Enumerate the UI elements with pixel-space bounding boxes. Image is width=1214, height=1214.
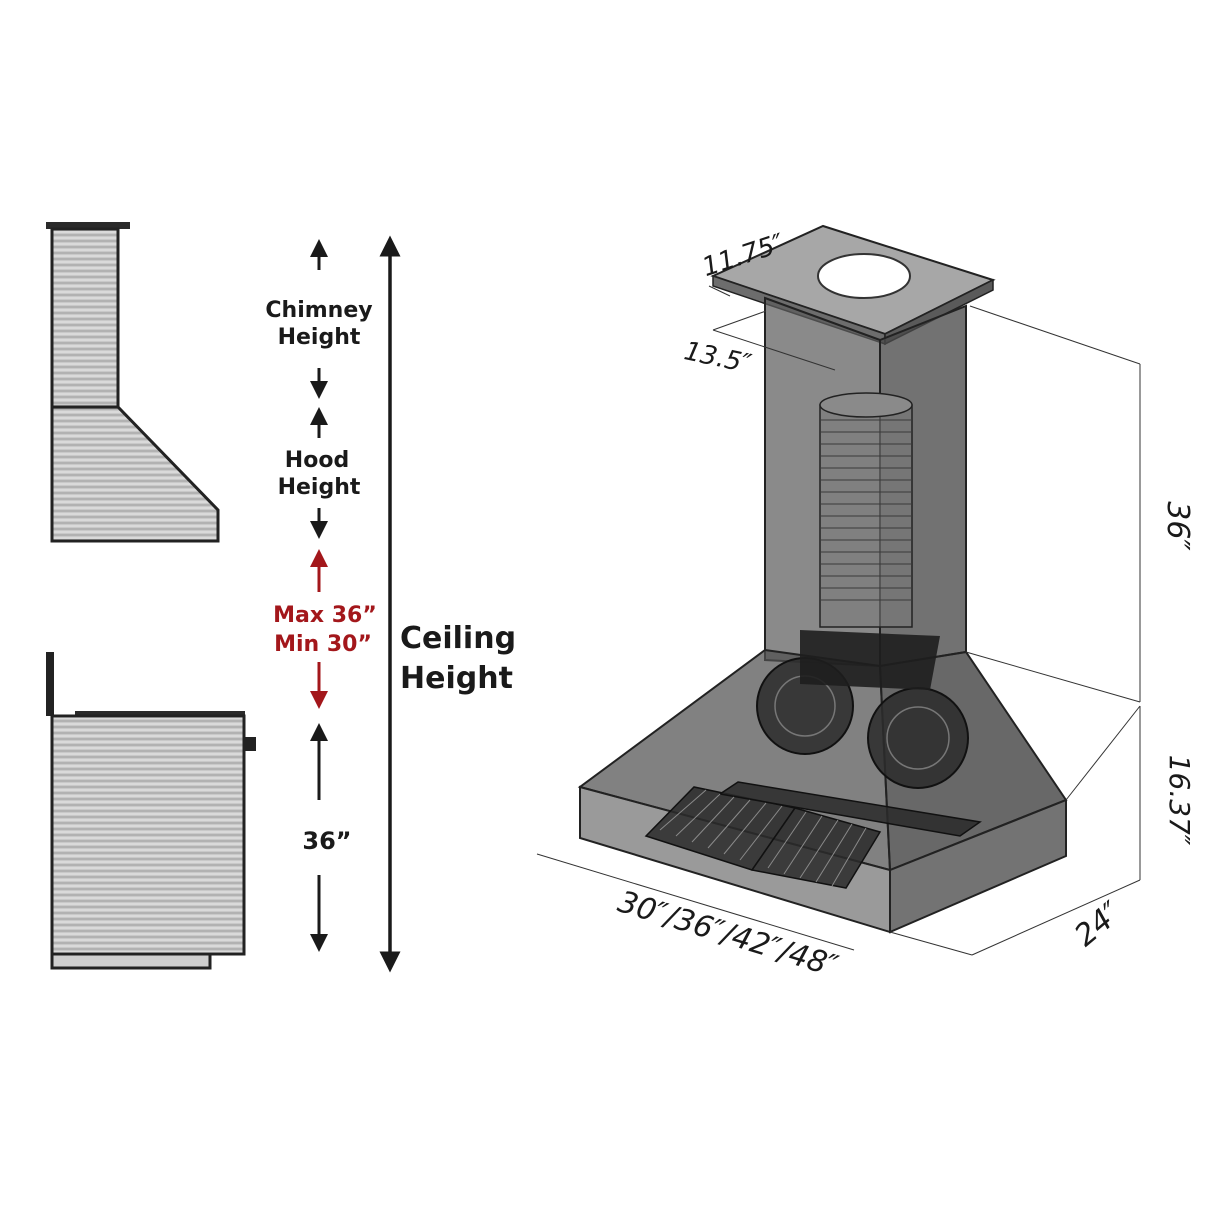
cooktop-grate: [75, 711, 245, 717]
blower-right-inner: [886, 706, 950, 770]
counter-height-label: 36”: [302, 827, 351, 855]
chimney-cap: [46, 222, 130, 229]
range-knob: [244, 737, 256, 751]
hood-height-label-2: Height: [278, 475, 361, 500]
duct-top: [819, 392, 913, 418]
hood-height-dim: 16.37″: [1163, 755, 1196, 846]
isometric-view: 11.75″ 13.5″ 36″ 16.37″ 30″/36″/42″/48″ …: [536, 224, 1196, 985]
chimney-height-label-2: Height: [278, 325, 361, 350]
max-height-label: Max 36”: [273, 603, 377, 628]
ceiling-height-label-2: Height: [400, 661, 513, 696]
chimney-height-label-1: Chimney: [265, 298, 372, 323]
ceiling-height-label-1: Ceiling: [400, 621, 516, 656]
dimension-lines: [536, 285, 1141, 956]
hood-base-right: [889, 798, 1067, 934]
duct-rings: [820, 419, 912, 601]
baffle-filter-right: [718, 781, 982, 837]
range-foot: [50, 952, 212, 970]
side-view: Chimney Height Hood Height Max 36” Min 3…: [46, 222, 516, 973]
chimney-height-dim: 36″: [1160, 501, 1195, 551]
hood-height-label-1: Hood: [285, 448, 349, 473]
duct-opening: [817, 253, 911, 299]
min-height-label: Min 30”: [274, 632, 372, 657]
blower-bracket: [800, 630, 940, 690]
backsplash: [46, 652, 54, 716]
blower-right: [867, 687, 969, 789]
hood-side: [50, 405, 220, 543]
chimney-side: [50, 227, 120, 409]
top-depth-dim: 13.5″: [681, 336, 754, 379]
range-side: [50, 714, 246, 956]
filter-slats: [659, 789, 867, 887]
baffle-filter-mid: [750, 807, 882, 889]
hood-depth-dim: 24″: [1068, 895, 1129, 954]
